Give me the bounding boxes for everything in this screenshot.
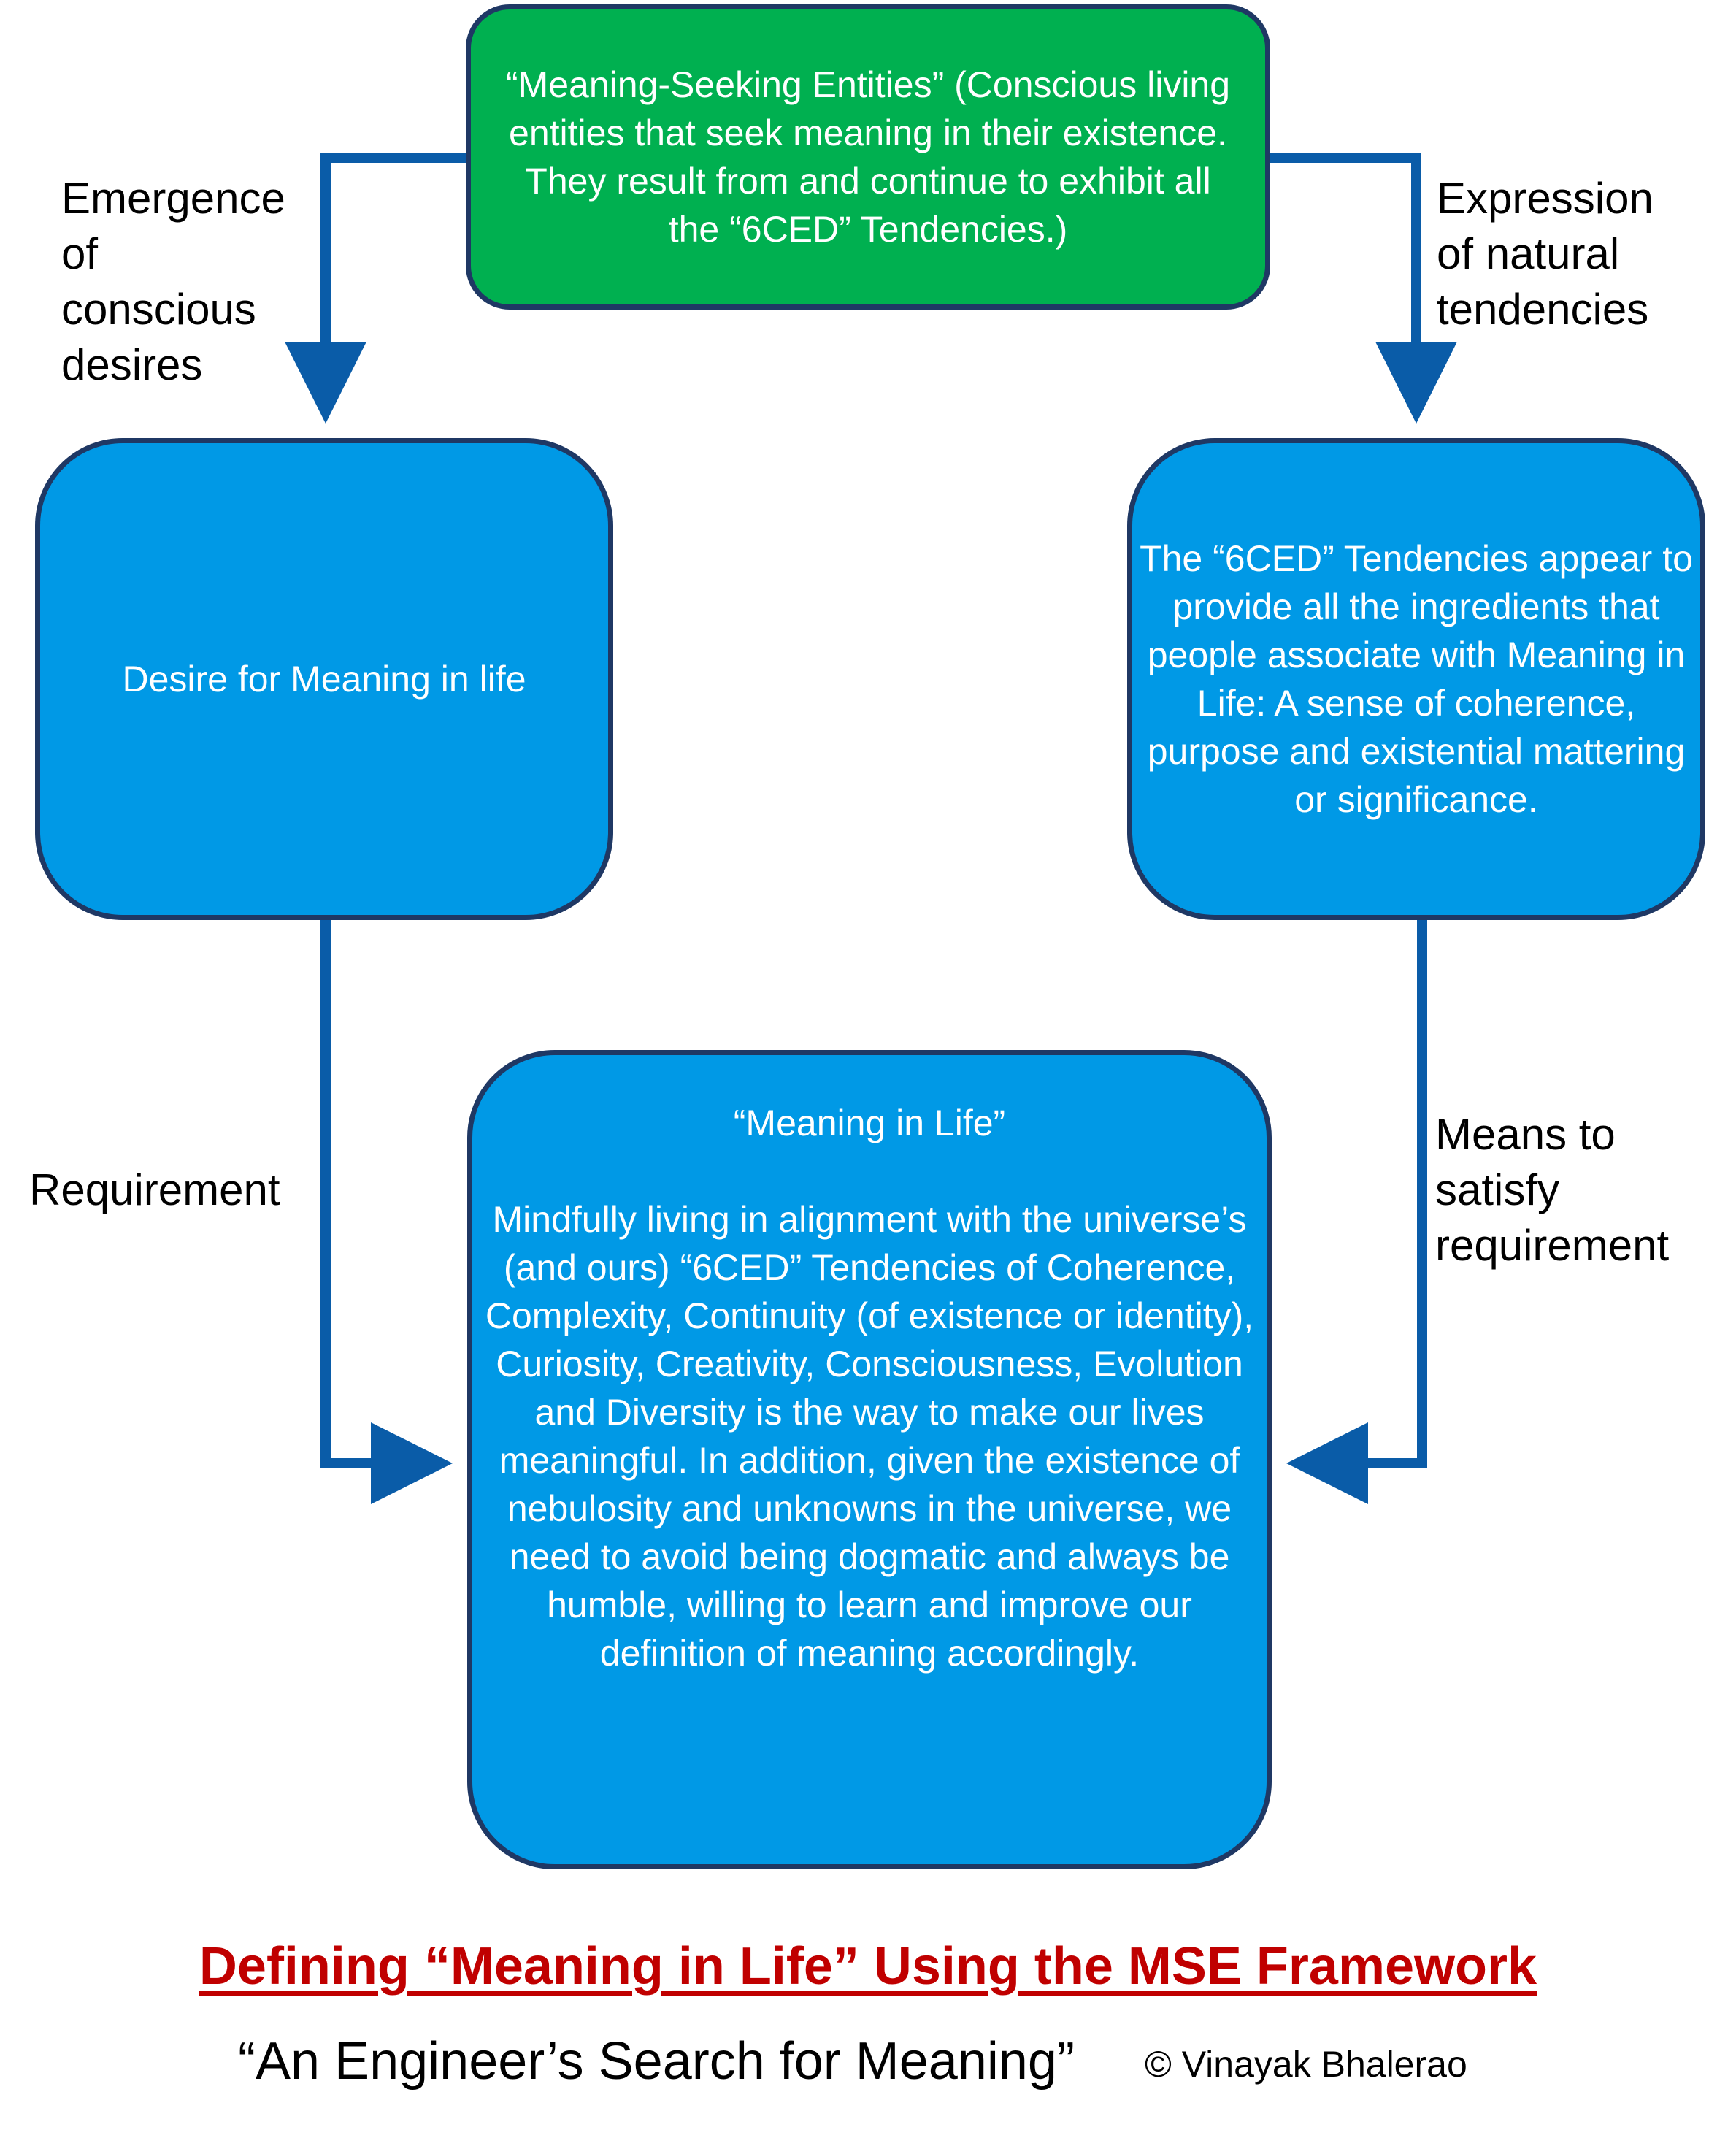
- node-meaning-seeking-entities: “Meaning-Seeking Entities” (Conscious li…: [466, 4, 1270, 310]
- node-desire-for-meaning-text: Desire for Meaning in life: [122, 659, 526, 700]
- node-6ced-tendencies-text: The “6CED” Tendencies appear to provide …: [1140, 538, 1693, 820]
- page-subtitle: “An Engineer’s Search for Meaning”: [238, 2032, 1075, 2091]
- connector-left-to-bottom: [320, 920, 453, 1504]
- page-title: Defining “Meaning in Life” Using the MSE…: [199, 1937, 1537, 1996]
- connector-right-to-bottom: [1286, 920, 1427, 1504]
- node-meaning-in-life: “Meaning in Life” Mindfully living in al…: [467, 1050, 1272, 1869]
- copyright-notice: © Vinayak Bhalerao: [1145, 2044, 1467, 2085]
- edge-label-expression: Expression of natural tendencies: [1437, 174, 1654, 334]
- connector-top-to-right: [1270, 153, 1457, 424]
- node-meaning-seeking-entities-text: “Meaning-Seeking Entities” (Conscious li…: [505, 64, 1231, 250]
- connector-top-to-left: [285, 153, 466, 424]
- node-desire-for-meaning: Desire for Meaning in life: [35, 438, 613, 920]
- edge-label-emergence: Emergence of conscious desires: [61, 174, 285, 389]
- edge-label-means: Means to satisfy requirement: [1435, 1110, 1670, 1270]
- node-6ced-tendencies: The “6CED” Tendencies appear to provide …: [1127, 438, 1705, 920]
- node-meaning-in-life-text: “Meaning in Life” Mindfully living in al…: [485, 1103, 1254, 1674]
- edge-label-requirement: Requirement: [29, 1165, 280, 1214]
